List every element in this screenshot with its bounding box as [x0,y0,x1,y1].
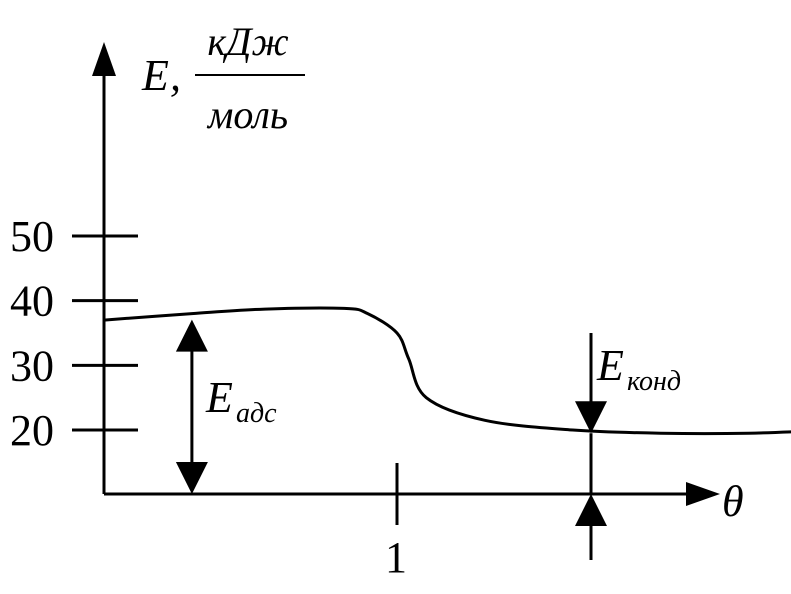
e-cond-arrow-bottom-head [575,494,607,526]
e-ads-arrow-head-top [175,319,208,352]
y-axis-symbol: E [141,51,169,100]
x-axis-symbol: θ [722,477,744,526]
svg-text:E: E [596,341,624,390]
y-tick-label: 50 [10,212,54,261]
svg-text:E: E [205,373,233,422]
annotations [175,319,607,560]
svg-text:адс: адс [236,398,277,429]
svg-text:конд: конд [627,366,681,397]
e-cond-arrow-top-head [575,401,607,434]
y-axis-unit-denominator: моль [206,92,288,137]
e-ads-arrow-head-bottom [175,462,208,494]
ticks: 50 40 30 20 1 [10,212,407,582]
x-tick-label: 1 [385,533,407,582]
axes [92,42,720,506]
e-ads-label: E адс [205,373,277,429]
y-axis-unit-numerator: кДж [207,19,288,64]
energy-curve [103,306,791,436]
x-axis-arrowhead [686,482,720,506]
e-cond-label: E конд [596,341,681,397]
y-tick-label: 30 [10,341,54,390]
y-axis-arrowhead [92,42,116,76]
y-tick-label: 20 [10,406,54,455]
y-tick-label: 40 [10,277,54,326]
y-axis-comma: , [170,51,181,100]
